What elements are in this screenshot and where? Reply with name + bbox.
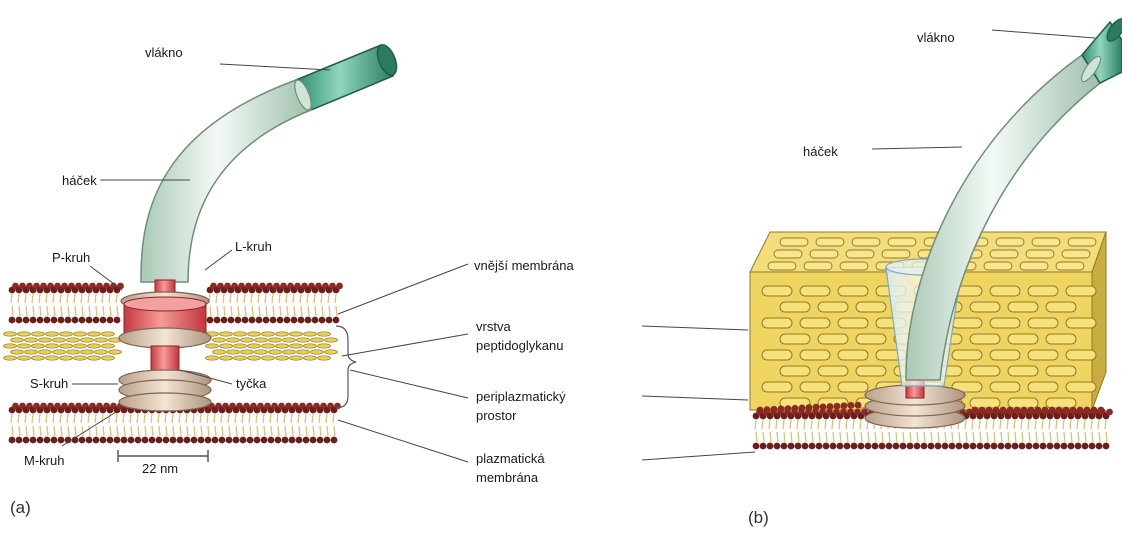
- leader-l-ring: [205, 250, 232, 270]
- panel-b-drawing: [750, 16, 1122, 449]
- leader-plasma-membrane-b: [642, 452, 755, 460]
- panel-b-label: (b): [748, 508, 769, 528]
- label-m-ring: M-kruh: [24, 452, 64, 470]
- leader-periplasm-b: [642, 396, 748, 400]
- label-s-ring: S-kruh: [30, 375, 68, 393]
- label-peptidoglycan-line1: vrstva: [476, 318, 511, 336]
- label-rod: tyčka: [236, 375, 266, 393]
- leader-peptidoglycan: [342, 334, 468, 356]
- label-hook-a: háček: [62, 172, 97, 190]
- label-hook-b: háček: [803, 143, 838, 161]
- label-plasma-membrane-line1: plazmatická: [476, 450, 545, 468]
- m-ring-a: [119, 393, 211, 411]
- label-filament-b: vlákno: [917, 29, 955, 47]
- peptidoglycan-a-right: [206, 332, 338, 360]
- leader-periplasm-a: [350, 370, 468, 398]
- leader-hook-b: [872, 147, 962, 149]
- label-scale-bar: 22 nm: [142, 460, 178, 478]
- label-plasma-membrane-line2: membrána: [476, 469, 538, 487]
- label-periplasm-line1: periplazmatický: [476, 388, 566, 406]
- p-ring-top-a: [124, 297, 206, 311]
- label-outer-membrane: vnější membrána: [474, 257, 574, 275]
- label-periplasm-line2: prostor: [476, 407, 516, 425]
- leader-filament-a: [220, 64, 330, 70]
- outer-membrane-a-left: [9, 283, 124, 324]
- p-ring-a: [119, 328, 211, 348]
- hook-a: [141, 80, 311, 282]
- peptidoglycan-a-left: [4, 332, 122, 360]
- leader-outer-membrane: [338, 264, 468, 314]
- label-p-ring: P-kruh: [52, 249, 90, 267]
- label-peptidoglycan-line2: peptidoglykanu: [476, 337, 563, 355]
- label-filament-a: vlákno: [145, 44, 183, 62]
- leader-plasma-membrane-a: [338, 420, 468, 462]
- panel-a-label: (a): [10, 498, 31, 518]
- label-l-ring: L-kruh: [235, 238, 272, 256]
- outer-membrane-a-right: [207, 283, 343, 324]
- periplasm-bracket: [336, 326, 356, 408]
- leader-filament-b: [992, 30, 1095, 38]
- leader-peptidoglycan-b: [642, 326, 748, 330]
